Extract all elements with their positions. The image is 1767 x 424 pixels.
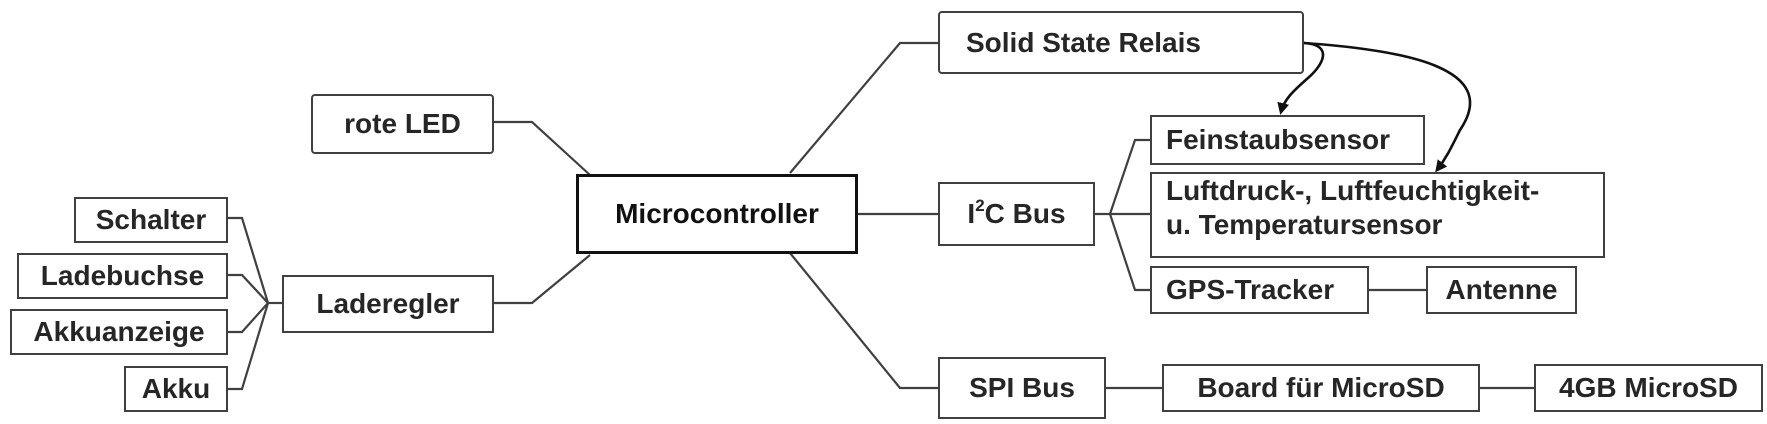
- feinstaubsensor-node: Feinstaubsensor: [1150, 115, 1425, 165]
- solid-state-relais-node: Solid State Relais: [938, 11, 1304, 74]
- gps-tracker-label: GPS-Tracker: [1166, 274, 1335, 305]
- line-akku-fan: [228, 302, 270, 391]
- line-led-microcontroller: [494, 120, 591, 176]
- solid-state-relais-label: Solid State Relais: [966, 26, 1201, 58]
- ladebuchse-node: Ladebuchse: [17, 253, 228, 299]
- line-ladebuchse-fan: [228, 273, 269, 304]
- antenne-node: Antenne: [1426, 266, 1577, 314]
- laderegler-node: Laderegler: [282, 275, 494, 333]
- schalter-label: Schalter: [95, 204, 207, 235]
- line-microcontroller-relais: [789, 41, 938, 174]
- i2c-superscript: 2: [975, 195, 985, 215]
- spi-bus-node: SPI Bus: [938, 357, 1106, 419]
- rote-led-label: rote LED: [344, 108, 461, 139]
- spi-bus-label: SPI Bus: [969, 372, 1075, 403]
- i2c-bus-node: I2C Bus: [938, 182, 1095, 246]
- line-i2c-gps: [1108, 213, 1150, 292]
- feinstaubsensor-label: Feinstaubsensor: [1166, 124, 1391, 155]
- arrow-relais-feinstaub: [1277, 41, 1325, 115]
- line-schalter-fan: [228, 216, 270, 304]
- board-microsd-label: Board für MicroSD: [1197, 372, 1445, 403]
- akku-node: Akku: [124, 366, 228, 412]
- luftdruck-label-line1: Luftdruck-, Luftfeuchtigkeit-: [1166, 175, 1540, 206]
- microcontroller-node: Microcontroller: [576, 174, 858, 254]
- schalter-node: Schalter: [74, 197, 228, 243]
- rote-led-node: rote LED: [311, 94, 494, 154]
- line-akkuanzeige-fan: [228, 302, 269, 334]
- akkuanzeige-node: Akkuanzeige: [10, 309, 228, 355]
- microcontroller-label: Microcontroller: [615, 198, 819, 229]
- microsd-4gb-label: 4GB MicroSD: [1559, 372, 1738, 403]
- luftdruck-label-line2: u. Temperatursensor: [1166, 209, 1443, 240]
- board-microsd-node: Board für MicroSD: [1162, 364, 1480, 412]
- line-microcontroller-spi: [789, 252, 938, 390]
- gps-tracker-node: GPS-Tracker: [1150, 266, 1369, 314]
- i2c-bus-label: I2C Bus: [967, 195, 1066, 229]
- microsd-4gb-node: 4GB MicroSD: [1534, 364, 1763, 412]
- ladebuchse-label: Ladebuchse: [40, 260, 205, 291]
- antenne-label: Antenne: [1445, 274, 1558, 305]
- line-laderegler-microcontroller: [494, 254, 591, 305]
- akku-label: Akku: [141, 373, 211, 404]
- arrow-relais-luftdruck: [1303, 41, 1472, 173]
- laderegler-label: Laderegler: [316, 288, 460, 319]
- luftdruck-sensor-node: Luftdruck-, Luftfeuchtigkeit- u. Tempera…: [1150, 172, 1605, 258]
- akkuanzeige-label: Akkuanzeige: [33, 316, 205, 347]
- line-i2c-feinstaub: [1095, 138, 1150, 216]
